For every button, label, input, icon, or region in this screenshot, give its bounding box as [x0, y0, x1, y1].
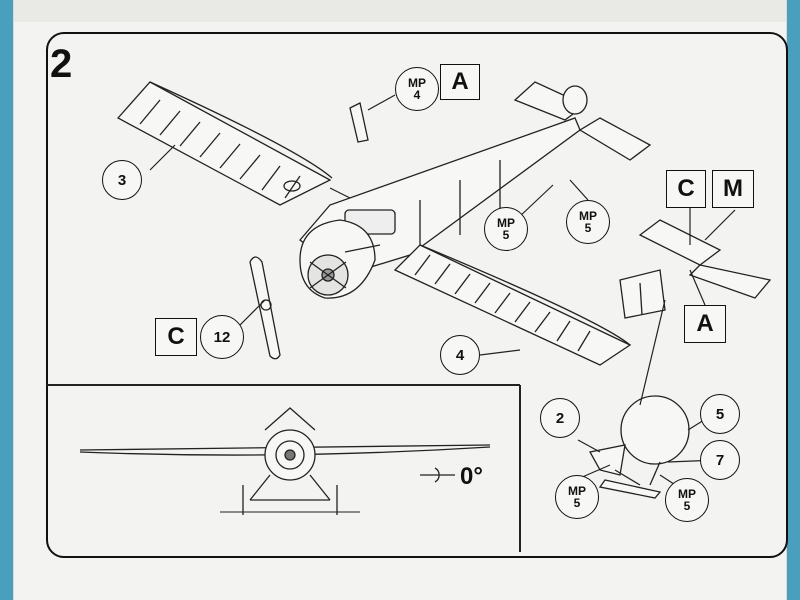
mp5-callout-mid-right: MP 5	[566, 200, 610, 244]
box-a-right: A	[684, 305, 726, 343]
engine	[299, 219, 376, 299]
box-c-left: C	[155, 318, 197, 356]
mp5-mid-left-line1: MP	[497, 216, 515, 230]
sheet-fold	[14, 0, 786, 22]
mp4-label-line2: 4	[413, 88, 421, 102]
box-c-right: C	[666, 170, 706, 208]
step-frame	[46, 32, 788, 558]
front-view	[79, 407, 491, 515]
step-number: 2	[50, 42, 73, 86]
mp5-bottom-left-line1: MP	[568, 484, 586, 498]
mp4-callout: MP 4	[395, 67, 439, 111]
skid-detail	[588, 395, 690, 499]
mp5-mid-right-line2: 5	[584, 221, 592, 235]
part-7-callout: 7	[700, 440, 740, 480]
mp5-callout-mid-left: MP 5	[484, 207, 528, 251]
propeller	[249, 256, 281, 360]
mp5-callout-bottom-left: MP 5	[555, 475, 599, 519]
tail-surfaces	[513, 81, 652, 161]
mp5-callout-bottom-right: MP 5	[665, 478, 709, 522]
part-3-callout: 3	[102, 160, 142, 200]
part-12-callout: 12	[200, 315, 244, 359]
mp5-bottom-right-line1: MP	[678, 487, 696, 501]
part-5-callout: 5	[700, 394, 740, 434]
mp5-bottom-right-line2: 5	[683, 499, 691, 513]
mp5-mid-right-line1: MP	[579, 209, 597, 223]
cabane-strut	[349, 102, 369, 143]
dihedral-angle-label: 0°	[460, 463, 483, 490]
box-m-right: M	[712, 170, 754, 208]
mp5-bottom-left-line2: 5	[573, 496, 581, 510]
mp4-label-line1: MP	[408, 76, 426, 90]
left-wing	[116, 81, 333, 206]
part-2-callout: 2	[540, 398, 580, 438]
right-wing	[393, 244, 632, 366]
part-4-callout: 4	[440, 335, 480, 375]
tail-detail	[619, 219, 772, 319]
mp5-mid-left-line2: 5	[502, 228, 510, 242]
box-a-top: A	[440, 64, 480, 100]
